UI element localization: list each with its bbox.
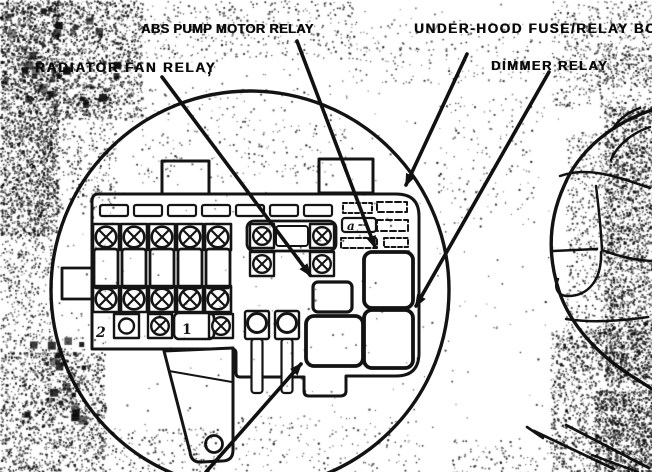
fuse-a-marking: a (347, 219, 355, 233)
box-top-tab-right (317, 157, 375, 195)
abs-pump-motor-relay (362, 250, 415, 310)
box-top-tab-left (160, 159, 211, 196)
fusible-link-bank (91, 222, 233, 314)
leader-dimmer-relay (414, 70, 551, 308)
label-radiator-fan-relay-suffix: , (207, 61, 211, 77)
radiator-fan-relay (311, 280, 354, 314)
dimmer-relay (362, 308, 415, 370)
engine-photo-strokes (551, 106, 652, 323)
bracket-hole (204, 434, 224, 454)
mini-fuse-row (98, 203, 334, 218)
mounting-bracket (162, 346, 235, 464)
bolt-head (246, 312, 268, 334)
engine-photo-detail-circle (549, 106, 652, 391)
photo-edge-lines (525, 423, 651, 472)
leader-under-hood-box (404, 52, 469, 187)
label-radiator-fan-relay: RADIATOR FAN RELAY (35, 60, 217, 75)
bolt-stem (250, 337, 264, 395)
label-under-hood-fuse-relay-box: UNDER-HOOD FUSE/RELAY BOX (414, 21, 652, 36)
slot2-marking: 2 (95, 325, 106, 341)
label-dimmer-relay: DIMMER RELAY (491, 58, 609, 73)
label-abs-pump-motor-relay: ABS PUMP MOTOR RELAY (141, 21, 314, 36)
bolt-head (276, 312, 298, 334)
relay-bottom-left (304, 314, 365, 368)
box-side-tab (60, 266, 94, 301)
slot1-marking: 1 (182, 322, 192, 338)
